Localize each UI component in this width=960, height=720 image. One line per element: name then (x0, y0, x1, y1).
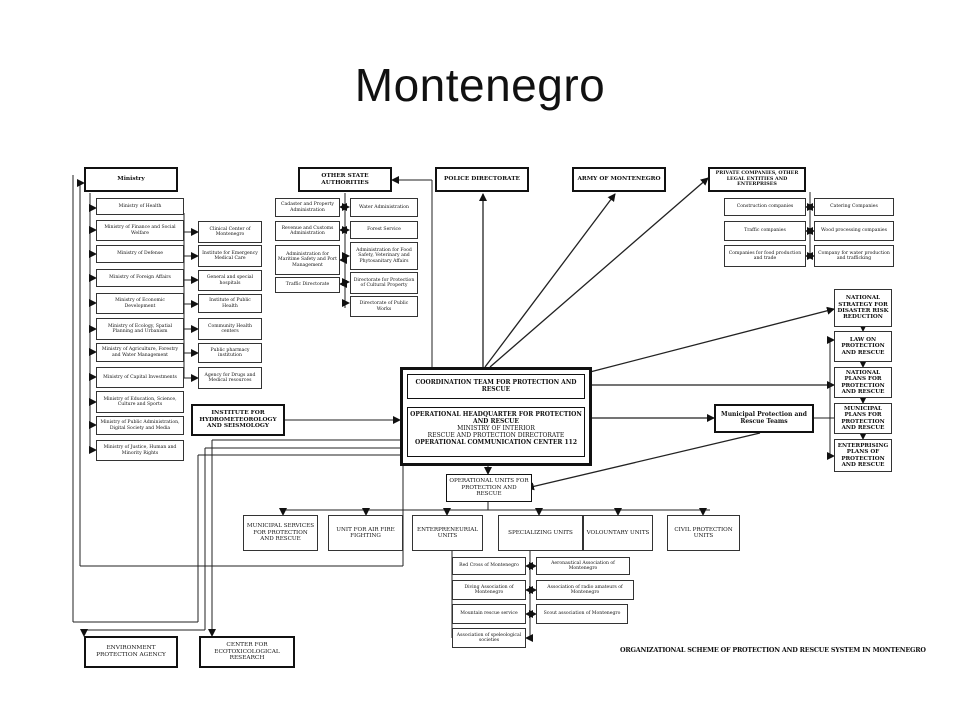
health-institution: Community Health centers (198, 318, 262, 340)
central-headquarters-box: COORDINATION TEAM FOR PROTECTION AND RES… (400, 367, 592, 466)
state-authority-item: Directorate for Protection of Cultural P… (350, 272, 418, 294)
police-directorate-box: POLICE DIRECTORATE (435, 167, 529, 192)
slide-title: Montenegro (354, 59, 606, 111)
company-item: Companies for food production and trade (724, 245, 806, 267)
operational-unit-item: CIVIL PROTECTION UNITS (667, 515, 740, 551)
ministry-box: Ministry (84, 167, 178, 192)
company-item: Catering Companies (814, 198, 894, 216)
plan-item: ENTERPRISING PLANS OF PROTECTION AND RES… (834, 439, 892, 472)
association-item: Association of speleological societies (452, 628, 526, 648)
plan-item: LAW ON PROTECTION AND RESCUE (834, 331, 892, 362)
private-companies-box: PRIVATE COMPANIES, OTHER LEGAL ENTITIES … (708, 167, 806, 192)
ministry-item: Ministry of Health (96, 198, 184, 215)
operational-unit-item: VOLOUNTARY UNITS (583, 515, 653, 551)
operational-unit-item: ENTERPRENEURIAL UNITS (412, 515, 483, 551)
state-authority-item: Revenue and Customs Administration (275, 221, 340, 241)
state-authority-item: Administration for Food Safety, Veterina… (350, 242, 418, 270)
ministry-item: Ministry of Education, Science, Culture … (96, 391, 184, 413)
state-authority-item: Forest Service (350, 221, 418, 239)
plan-item: NATIONAL STRATEGY FOR DISASTER RISK REDU… (834, 289, 892, 327)
operational-unit-item: MUNICIPAL SERVICES FOR PROTECTION AND RE… (243, 515, 318, 551)
company-item: Company for water production and traffic… (814, 245, 894, 267)
hq-center-112: OPERATIONAL COMMUNICATION CENTER 112 (414, 438, 578, 446)
state-authority-item: Administration for Maritime Safety and P… (275, 245, 340, 275)
state-authority-item: Directorate of Public Works (350, 296, 418, 317)
army-box: ARMY OF MONTENEGRO (572, 167, 666, 192)
hq-directorate: RESCUE AND PROTECTION DIRECTORATE (427, 431, 565, 439)
ministry-item: Ministry of Agriculture, Forestry and Wa… (96, 343, 184, 362)
state-authority-item: Traffic Directorate (275, 277, 340, 293)
health-institution: Institute of Public Health (198, 294, 262, 313)
municipal-teams-box: Municipal Protection and Rescue Teams (714, 404, 814, 433)
environment-protection-agency-box: ENVIRONMENT PROTECTION AGENCY (84, 636, 178, 668)
diagram-caption: ORGANIZATIONAL SCHEME OF PROTECTION AND … (620, 646, 926, 654)
health-institution: Agency for Drugs and Medical resources (198, 367, 262, 389)
ministry-item: Ministry of Capital Investments (96, 367, 184, 388)
hq-ministry: MINISTRY OF INTERIOR (457, 424, 535, 432)
operational-unit-item: SPECIALIZING UNITS (498, 515, 583, 551)
ministry-item: Ministry of Justice, Human and Minority … (96, 440, 184, 461)
other-state-authorities-box: OTHER STATE AUTHORITIES (298, 167, 392, 192)
association-item: Association of radio amateurs of Montene… (536, 580, 634, 600)
association-item: Aeronautical Association of Montenegro (536, 557, 630, 575)
ministry-item: Ministry of Public Administration, Digit… (96, 416, 184, 435)
association-item: Mountain rescue service (452, 604, 526, 624)
ministry-item: Ministry of Economic Development (96, 293, 184, 314)
association-item: Red Cross of Montenegro (452, 557, 526, 575)
association-item: Scout association of Montenegro (536, 604, 628, 624)
ecotoxicological-center-box: CENTER FOR ECOTOXICOLOGICAL RESEARCH (199, 636, 295, 668)
ministry-item: Ministry of Foreign Affairs (96, 269, 184, 287)
coordination-team-box: COORDINATION TEAM FOR PROTECTION AND RES… (407, 374, 585, 399)
institute-hydrometeorology-box: INSTITUTE FOR HYDROMETEOROLOGY AND SEISM… (191, 404, 285, 436)
operational-units-box: OPERATIONAL UNITS FOR PROTECTION AND RES… (446, 474, 532, 502)
plan-item: MUNICIPAL PLANS FOR PROTECTION AND RESCU… (834, 403, 892, 434)
company-item: Traffic companies (724, 221, 806, 241)
state-authority-item: Water Administration (350, 198, 418, 217)
health-institution: Public pharmacy institution (198, 343, 262, 363)
ministry-item: Ministry of Finance and Social Welfare (96, 220, 184, 241)
health-institution: Clinical Center of Montenegro (198, 221, 262, 243)
plan-item: NATIONAL PLANS FOR PROTECTION AND RESCUE (834, 367, 892, 398)
operational-headquarter-box: OPERATIONAL HEADQUARTER FOR PROTECTION A… (407, 407, 585, 457)
ministry-item: Ministry of Ecology, Spatial Planning an… (96, 318, 184, 340)
state-authority-item: Cadaster and Property Administration (275, 198, 340, 217)
health-institution: General and special hospitals (198, 270, 262, 291)
company-item: Construction companies (724, 198, 806, 216)
operational-unit-item: UNIT FOR AIR FIRE FIGHTING (328, 515, 403, 551)
association-item: Diving Association of Montenegro (452, 580, 526, 600)
hq-title: OPERATIONAL HEADQUARTER FOR PROTECTION A… (410, 411, 582, 425)
ministry-item: Ministry of Defense (96, 245, 184, 263)
health-institution: Institute for Emergency Medical Care (198, 245, 262, 267)
company-item: Wood processing companies (814, 221, 894, 241)
